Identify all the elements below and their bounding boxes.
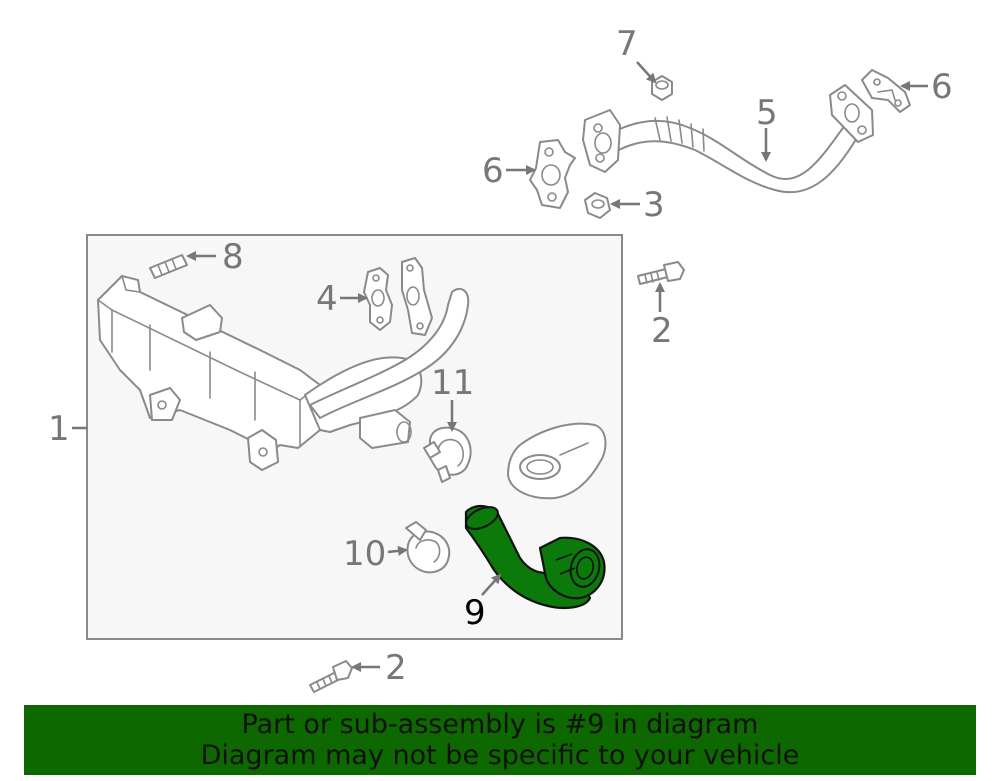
callout-2-upper: 2 (651, 311, 673, 351)
callout-5: 5 (756, 93, 778, 133)
callout-10: 10 (343, 534, 386, 574)
callout-2-lower: 2 (385, 648, 407, 688)
gasket-part-4[interactable] (363, 257, 433, 336)
callout-9: 9 (464, 593, 486, 633)
callout-1: 1 (48, 409, 70, 449)
bolt-part-2-lower[interactable] (309, 660, 353, 693)
leader-lines (72, 61, 928, 672)
callout-11: 11 (431, 363, 474, 403)
callout-3: 3 (643, 185, 665, 225)
coolant-hose-part-9[interactable] (463, 503, 606, 609)
gasket-part-6-right[interactable] (861, 69, 911, 113)
parts-diagram: 7 6 5 6 3 8 2 4 11 1 10 9 2 (48, 24, 953, 693)
banner-line-1: Part or sub-assembly is #9 in diagram (241, 709, 759, 740)
info-banner: Part or sub-assembly is #9 in diagram Di… (24, 705, 976, 775)
bolt-part-2-upper[interactable] (637, 261, 685, 285)
gasket-part-6-left[interactable] (529, 139, 576, 209)
banner-line-2: Diagram may not be specific to your vehi… (200, 740, 800, 771)
callout-6-left: 6 (482, 151, 504, 191)
coolant-hose-adjacent (507, 422, 607, 500)
callout-6-right: 6 (931, 67, 953, 107)
callout-7: 7 (616, 24, 638, 64)
egr-cooler-part-1[interactable] (97, 275, 470, 471)
callout-8: 8 (222, 237, 244, 277)
clamp-part-10[interactable] (405, 521, 451, 574)
nut-part-7[interactable] (651, 75, 673, 101)
callout-4: 4 (316, 279, 338, 319)
stud-part-8[interactable] (149, 254, 188, 279)
clamp-part-11[interactable] (423, 426, 472, 483)
nut-part-3[interactable] (584, 192, 611, 219)
egr-pipe-part-5[interactable] (582, 84, 874, 194)
